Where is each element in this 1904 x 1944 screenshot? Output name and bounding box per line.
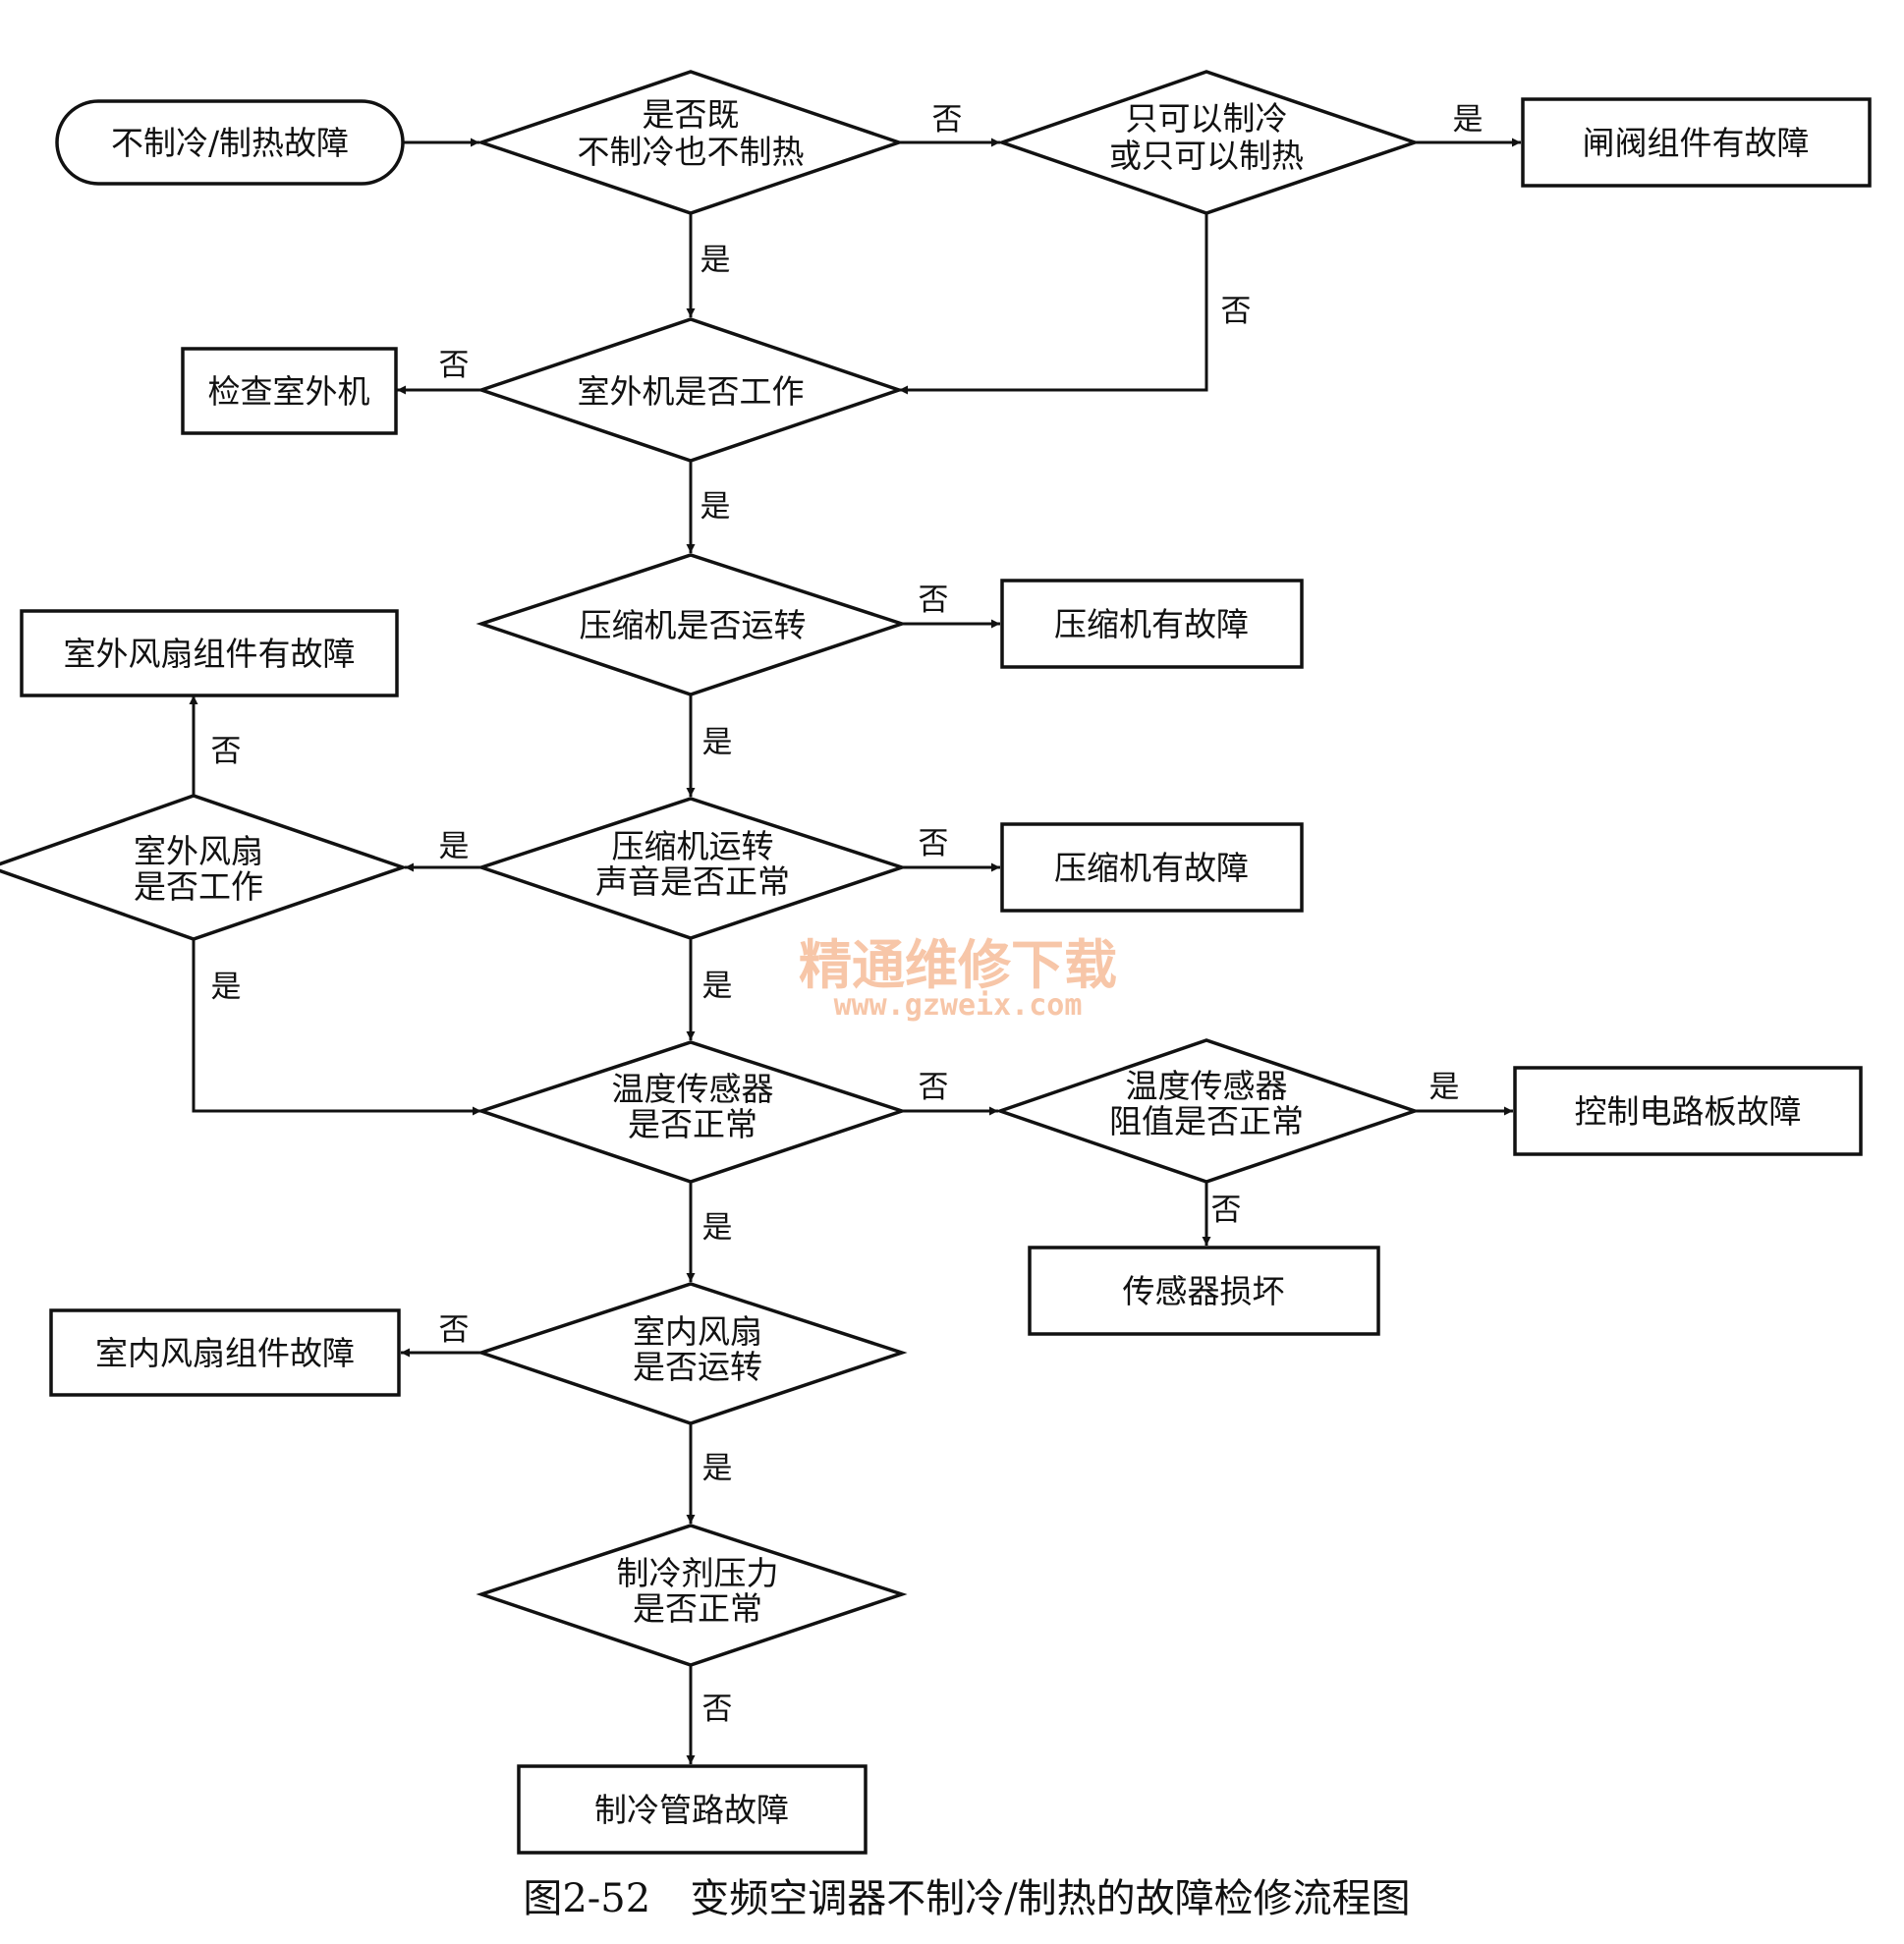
result-valve: 闸阀组件有故障	[1521, 97, 1872, 188]
label-no: 否	[211, 734, 242, 769]
label-yes: 是	[439, 829, 470, 864]
label-no: 否	[919, 1070, 949, 1105]
result-control-board-label: 控制电路板故障	[1575, 1092, 1802, 1131]
decision-indoor-fan: 室内风扇 是否运转	[476, 1282, 908, 1425]
decision-sensor-resistance-line1: 温度传感器	[1126, 1067, 1288, 1105]
label-no: 否	[1211, 1193, 1242, 1228]
watermark: 精通维修下载 www.gzweix.com	[799, 934, 1117, 1023]
decision-neither: 是否既 不制冷也不制热	[476, 70, 905, 215]
result-valve-label: 闸阀组件有故障	[1583, 124, 1810, 162]
result-check-outdoor: 检查室外机	[181, 347, 398, 435]
result-outdoor-fan-fault: 室外风扇组件有故障	[20, 609, 399, 697]
label-yes: 是	[1453, 102, 1484, 138]
result-sensor-damaged: 传感器损坏	[1028, 1246, 1380, 1336]
decision-neither-line1: 是否既	[643, 95, 740, 134]
label-no: 否	[439, 1312, 470, 1348]
label-yes: 是	[700, 489, 731, 525]
result-compressor-fault-1-label: 压缩机有故障	[1054, 605, 1249, 643]
result-sensor-damaged-label: 传感器损坏	[1123, 1272, 1285, 1310]
label-yes: 是	[702, 1451, 733, 1486]
edge-q-only-one-no	[899, 213, 1208, 395]
decision-only-one-line2: 或只可以制热	[1109, 137, 1304, 175]
watermark-title: 精通维修下载	[799, 934, 1117, 996]
decision-temp-sensor-line1: 温度传感器	[612, 1070, 774, 1108]
connectors	[189, 138, 1521, 1764]
decision-sensor-resistance: 温度传感器 阻值是否正常	[994, 1038, 1421, 1184]
result-indoor-fan-fault-label: 室内风扇组件故障	[95, 1334, 355, 1372]
label-no: 否	[439, 348, 470, 383]
result-indoor-fan-fault: 室内风扇组件故障	[49, 1308, 401, 1397]
figure-caption: 图2-52 变频空调器不制冷/制热的故障检修流程图	[523, 1876, 1410, 1921]
decision-compressor-run: 压缩机是否运转	[476, 553, 908, 696]
decision-compressor-sound: 压缩机运转 声音是否正常	[476, 797, 908, 940]
label-no: 否	[919, 826, 949, 861]
nodes: 不制冷/制热故障 是否既 不制冷也不制热 只可以制冷 或只可以制热 闸阀组件有故…	[0, 70, 1872, 1855]
decision-neither-line2: 不制冷也不制热	[578, 133, 805, 171]
result-pipe-fault: 制冷管路故障	[517, 1764, 868, 1855]
decision-outdoor-work-label: 室外机是否工作	[578, 372, 805, 411]
decision-temp-sensor: 温度传感器 是否正常	[476, 1040, 908, 1184]
decision-indoor-fan-line2: 是否运转	[633, 1348, 762, 1386]
label-yes: 是	[1429, 1070, 1460, 1105]
decision-compressor-run-label: 压缩机是否运转	[580, 606, 807, 644]
decision-temp-sensor-line2: 是否正常	[628, 1105, 757, 1143]
label-no: 否	[932, 102, 963, 138]
decision-outdoor-work: 室外机是否工作	[476, 317, 905, 463]
decision-refrigerant-line1: 制冷剂压力	[617, 1554, 779, 1592]
label-yes: 是	[211, 970, 242, 1005]
result-outdoor-fan-fault-label: 室外风扇组件有故障	[64, 635, 356, 673]
decision-indoor-fan-line1: 室内风扇	[633, 1312, 762, 1351]
result-compressor-fault-2: 压缩机有故障	[1000, 822, 1304, 913]
decision-outdoor-fan: 室外风扇 是否工作	[0, 794, 409, 941]
result-control-board: 控制电路板故障	[1513, 1066, 1863, 1156]
label-no: 否	[1221, 294, 1252, 329]
edge-labels: 否 是 是 否 否 是 否 否 是 是 否 是 是 否 是 否 是 否 是 否	[211, 102, 1484, 1727]
label-no: 否	[702, 1692, 733, 1727]
decision-only-one: 只可以制冷 或只可以制热	[996, 70, 1421, 215]
label-yes: 是	[700, 243, 731, 278]
edge-q-outdoor-fan-yes	[192, 939, 481, 1116]
decision-refrigerant-line2: 是否正常	[633, 1589, 762, 1628]
label-yes: 是	[702, 1210, 733, 1246]
decision-compressor-sound-line1: 压缩机运转	[612, 827, 774, 865]
label-no: 否	[919, 583, 949, 618]
decision-compressor-sound-line2: 声音是否正常	[595, 862, 790, 901]
label-yes: 是	[702, 969, 733, 1004]
decision-refrigerant: 制冷剂压力 是否正常	[476, 1524, 908, 1667]
decision-sensor-resistance-line2: 阻值是否正常	[1109, 1102, 1304, 1140]
decision-outdoor-fan-line2: 是否工作	[134, 867, 263, 906]
decision-outdoor-fan-line1: 室外风扇	[134, 832, 263, 870]
result-pipe-fault-label: 制冷管路故障	[594, 1791, 789, 1829]
result-compressor-fault-2-label: 压缩机有故障	[1054, 849, 1249, 887]
watermark-url: www.gzweix.com	[834, 988, 1083, 1023]
result-check-outdoor-label: 检查室外机	[208, 372, 370, 411]
result-compressor-fault-1: 压缩机有故障	[1000, 579, 1304, 669]
label-yes: 是	[702, 725, 733, 760]
decision-only-one-line1: 只可以制冷	[1126, 99, 1288, 138]
start-label: 不制冷/制热故障	[111, 124, 349, 162]
start-terminator: 不制冷/制热故障	[55, 99, 405, 186]
